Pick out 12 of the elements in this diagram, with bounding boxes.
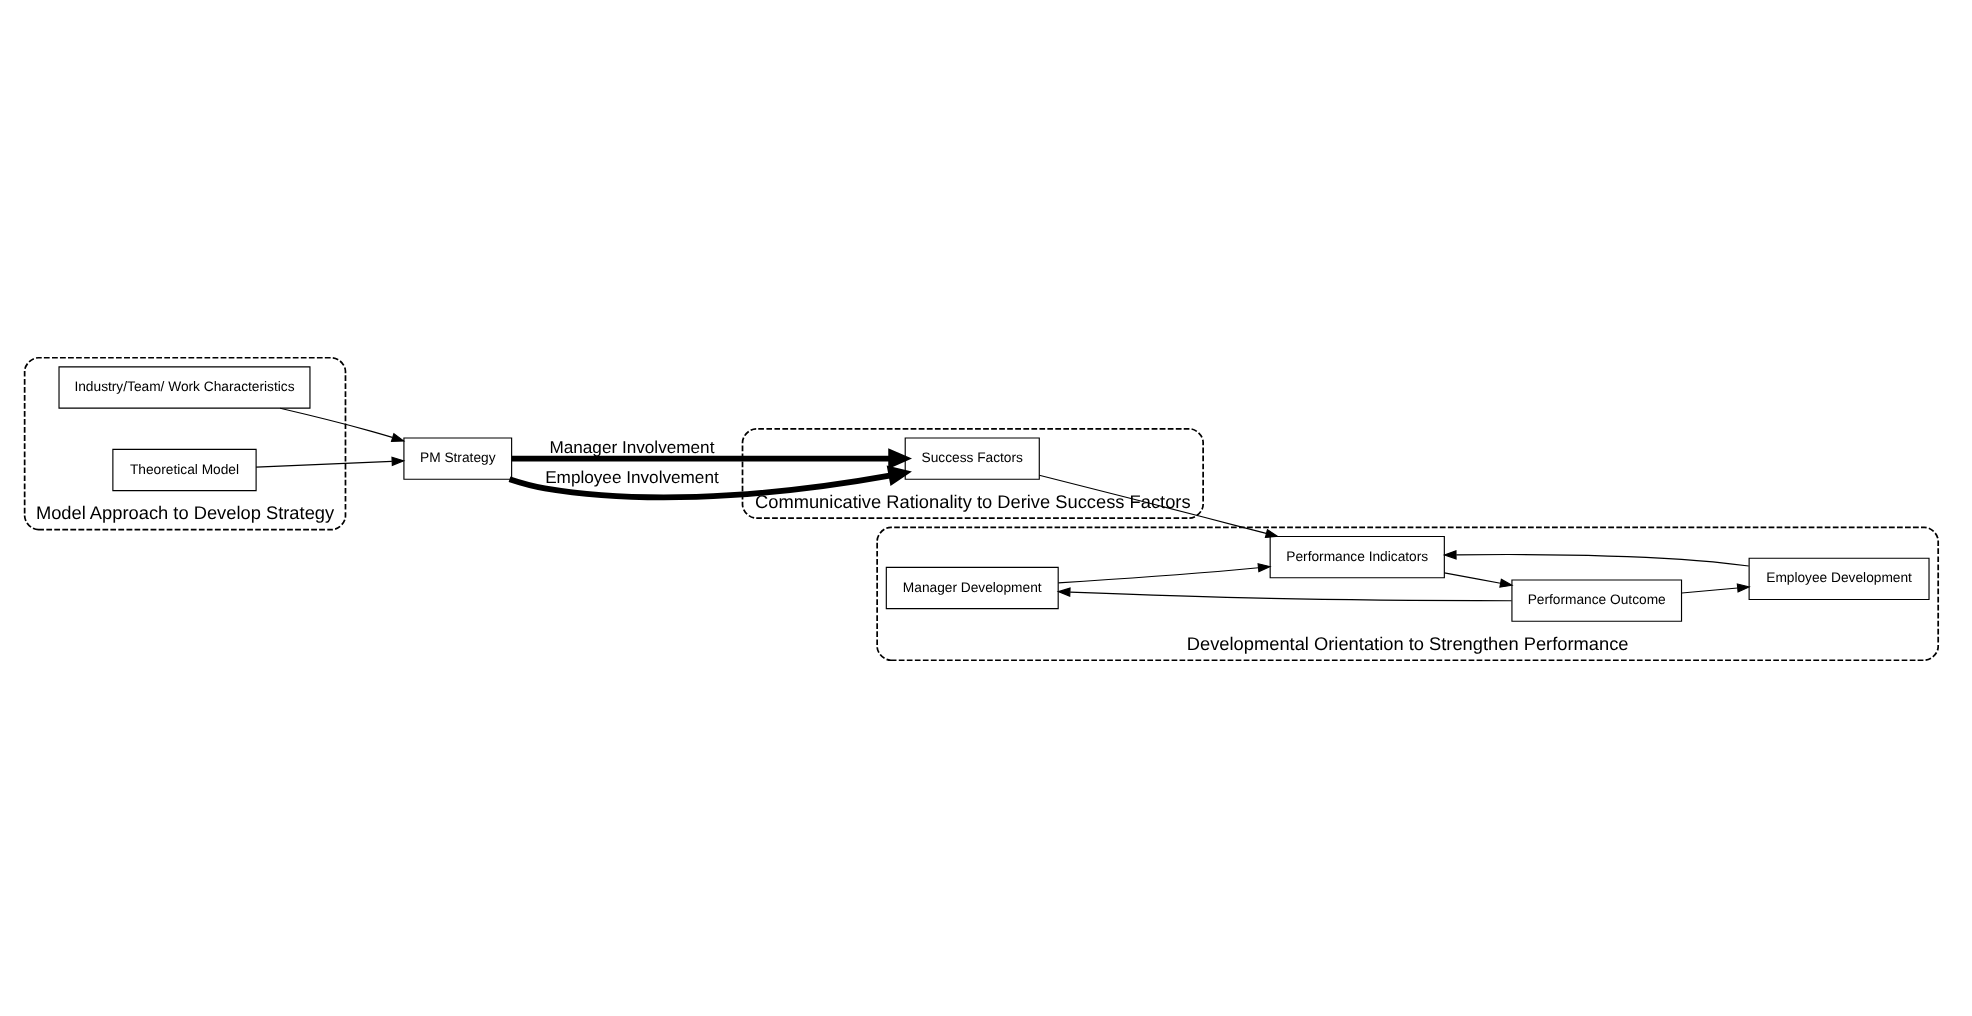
edge-label: Manager Involvement (549, 435, 715, 456)
arrow (1057, 562, 1272, 583)
edge-label: Employee Involvement (545, 465, 719, 486)
arrow (1038, 473, 1280, 537)
arrow (1442, 549, 1750, 566)
arrow (1681, 582, 1751, 593)
arrow (1443, 571, 1514, 587)
arrow (279, 406, 406, 441)
arrow (508, 464, 912, 500)
arrow (1056, 586, 1513, 601)
arrow (511, 447, 912, 468)
arrow (255, 455, 406, 467)
